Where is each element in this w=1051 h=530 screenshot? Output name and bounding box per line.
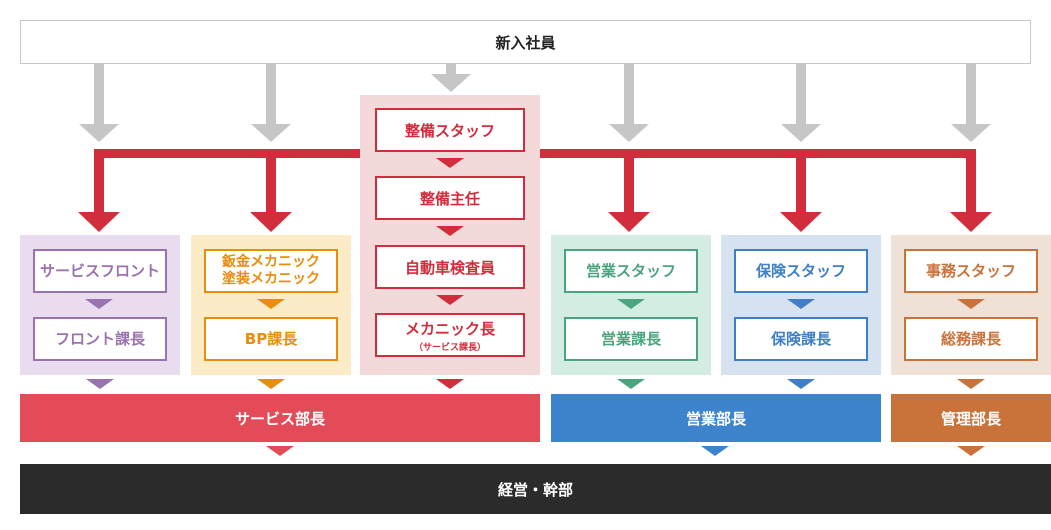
admin-director-band: 管理部長	[891, 394, 1051, 442]
service-front-label: サービスフロント	[39, 262, 160, 280]
sales-director-label: 営業部長	[685, 409, 746, 428]
service-front-box: サービスフロント	[33, 249, 167, 293]
down-triangle	[701, 446, 729, 456]
bp-manager-label: BP課長	[244, 330, 298, 348]
sheet-metal-mechanic-label: 鈑金メカニック	[222, 254, 320, 271]
down-triangle	[617, 299, 645, 309]
mechanic-chief-box: メカニック長 （サービス課長）	[375, 313, 525, 357]
maintenance-staff-box: 整備スタッフ	[375, 108, 525, 152]
mechanic-chief-label: メカニック長	[404, 319, 495, 338]
red-arrow	[78, 149, 120, 232]
insurance-staff-box: 保険スタッフ	[734, 249, 868, 293]
red-arrow	[950, 149, 992, 232]
office-staff-box: 事務スタッフ	[904, 249, 1038, 293]
sales-manager-label: 営業課長	[600, 330, 661, 348]
down-triangle	[957, 299, 985, 309]
new-employee-box: 新入社員	[20, 20, 1031, 64]
gray-arrow	[251, 64, 291, 142]
maintenance-chief-box: 整備主任	[375, 176, 525, 220]
down-triangle	[436, 226, 464, 236]
gray-arrow	[609, 64, 649, 142]
down-triangle	[85, 299, 113, 309]
bp-mechanic-box: 鈑金メカニック 塗装メカニック	[204, 249, 338, 293]
bp-manager-box: BP課長	[204, 317, 338, 361]
maintenance-chief-label: 整備主任	[419, 189, 480, 208]
vehicle-inspector-label: 自動車検査員	[404, 258, 495, 277]
down-triangle	[436, 379, 464, 389]
red-arrow	[780, 149, 822, 232]
front-manager-label: フロント課長	[54, 330, 145, 348]
red-arrow	[608, 149, 650, 232]
service-director-band: サービス部長	[20, 394, 540, 442]
executive-band: 経営・幹部	[20, 464, 1051, 514]
down-triangle	[436, 295, 464, 305]
executive-label: 経営・幹部	[497, 480, 573, 499]
gray-arrow	[431, 64, 471, 92]
down-triangle	[257, 299, 285, 309]
red-connector-left	[94, 149, 360, 158]
down-triangle	[787, 299, 815, 309]
insurance-manager-box: 保険課長	[734, 317, 868, 361]
insurance-manager-label: 保険課長	[770, 330, 831, 348]
down-triangle	[257, 379, 285, 389]
down-triangle	[957, 446, 985, 456]
front-manager-box: フロント課長	[33, 317, 167, 361]
down-triangle	[787, 379, 815, 389]
office-staff-label: 事務スタッフ	[925, 262, 1016, 280]
down-triangle	[957, 379, 985, 389]
gray-arrow	[781, 64, 821, 142]
general-affairs-manager-label: 総務課長	[940, 330, 1001, 348]
down-triangle	[86, 379, 114, 389]
red-connector-right	[540, 149, 976, 158]
admin-director-label: 管理部長	[940, 409, 1001, 428]
maintenance-staff-label: 整備スタッフ	[404, 121, 495, 140]
down-triangle	[436, 158, 464, 168]
down-triangle	[617, 379, 645, 389]
new-employee-label: 新入社員	[495, 33, 556, 52]
sales-staff-box: 営業スタッフ	[564, 249, 698, 293]
service-manager-sublabel: （サービス課長）	[413, 342, 486, 353]
vehicle-inspector-box: 自動車検査員	[375, 245, 525, 289]
sales-staff-label: 営業スタッフ	[585, 262, 676, 280]
gray-arrow	[951, 64, 991, 142]
sales-manager-box: 営業課長	[564, 317, 698, 361]
general-affairs-manager-box: 総務課長	[904, 317, 1038, 361]
red-arrow	[250, 149, 292, 232]
sales-director-band: 営業部長	[551, 394, 881, 442]
paint-mechanic-label: 塗装メカニック	[222, 271, 320, 287]
insurance-staff-label: 保険スタッフ	[755, 262, 846, 280]
gray-arrow	[79, 64, 119, 142]
service-director-label: サービス部長	[234, 409, 325, 428]
down-triangle	[266, 446, 294, 456]
